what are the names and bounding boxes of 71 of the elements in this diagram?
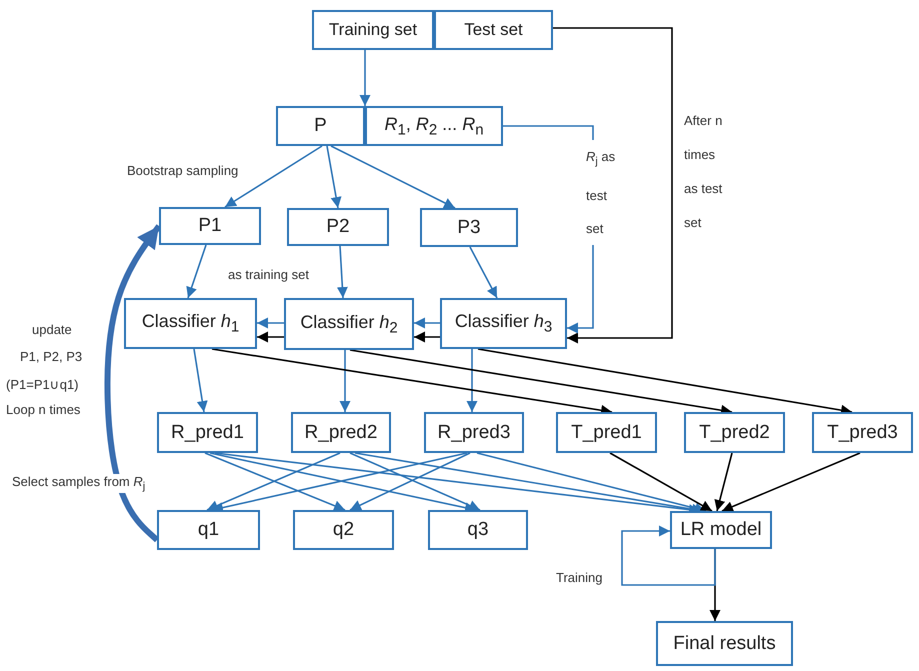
box-label: Classifier h$_{1}$: [142, 311, 240, 336]
process-box: [276, 106, 365, 146]
process-box: [440, 298, 567, 349]
edge-label: Training: [556, 570, 602, 586]
process-box: [656, 621, 793, 666]
process-box: [312, 10, 434, 50]
arrow: [193, 348, 208, 412]
arrow: [466, 349, 478, 412]
curved-arrow: [104, 224, 162, 542]
arrow: [224, 145, 322, 208]
process-box: [291, 412, 391, 453]
box-label: P2: [326, 216, 350, 238]
arrow: [336, 246, 348, 298]
box-label: T_pred3: [827, 422, 898, 444]
process-box: [428, 510, 528, 550]
arrow: [610, 452, 712, 512]
process-box: [812, 412, 913, 453]
box-label: Test set: [464, 20, 523, 40]
annotation-text: Select samples from R$_{j}$: [12, 474, 146, 493]
annotation-text: update: [32, 322, 72, 337]
box-label: R_pred1: [171, 422, 244, 444]
arrow: [414, 318, 440, 328]
arrow: [326, 146, 342, 208]
process-box: [124, 298, 257, 349]
box-label: R_pred2: [304, 422, 378, 444]
arrow: [340, 350, 350, 412]
arrow: [714, 452, 733, 512]
box-label: P: [314, 115, 327, 137]
box-label: Classifier h$_{3}$: [454, 311, 552, 336]
process-box: [684, 412, 785, 453]
box-label: R_pred3: [438, 422, 510, 444]
process-box: [159, 207, 261, 245]
process-box: [434, 10, 553, 50]
annotation-text: Loop n times: [6, 402, 80, 417]
box-label: LR model: [680, 519, 762, 541]
process-box: [284, 298, 414, 350]
box-label: T_pred1: [571, 422, 642, 444]
box-label: q3: [467, 519, 489, 541]
process-box: [293, 510, 394, 550]
process-box: [157, 510, 260, 550]
arrow: [414, 332, 440, 342]
process-box: [157, 412, 258, 453]
arrow: [257, 332, 284, 342]
box-label: P1: [198, 215, 222, 237]
arrow: [469, 246, 498, 298]
process-box: [424, 412, 524, 453]
arrow: [476, 452, 706, 514]
box-label: q1: [198, 519, 220, 541]
arrow: [360, 50, 370, 106]
process-box: [365, 106, 503, 146]
arrow: [330, 145, 456, 209]
box-label: T_pred2: [699, 422, 770, 444]
process-box: [287, 208, 389, 246]
annotation-text: P1, P2, P3: [20, 349, 82, 364]
box-label: Final results: [673, 632, 776, 654]
annotation-text: Bootstrap sampling: [127, 163, 238, 178]
process-box: [670, 511, 772, 549]
arrow: [553, 27, 673, 344]
process-box: [556, 412, 657, 453]
box-label: Classifier h$_{2}$: [300, 312, 398, 336]
arrow: [257, 318, 284, 328]
arrow: [186, 244, 207, 298]
box-label: P3: [457, 216, 481, 238]
box-label: Training set: [328, 20, 418, 40]
arrow: [722, 452, 860, 512]
box-label: q2: [332, 519, 354, 541]
annotation-text: as training set: [228, 267, 309, 282]
annotation-text: (P1=P1∪q1): [6, 377, 79, 392]
box-label: R$_{1}$, R$_{2}$ ... R$_{n}$: [384, 114, 484, 138]
process-box: [420, 208, 518, 247]
arrow: [621, 526, 716, 586]
